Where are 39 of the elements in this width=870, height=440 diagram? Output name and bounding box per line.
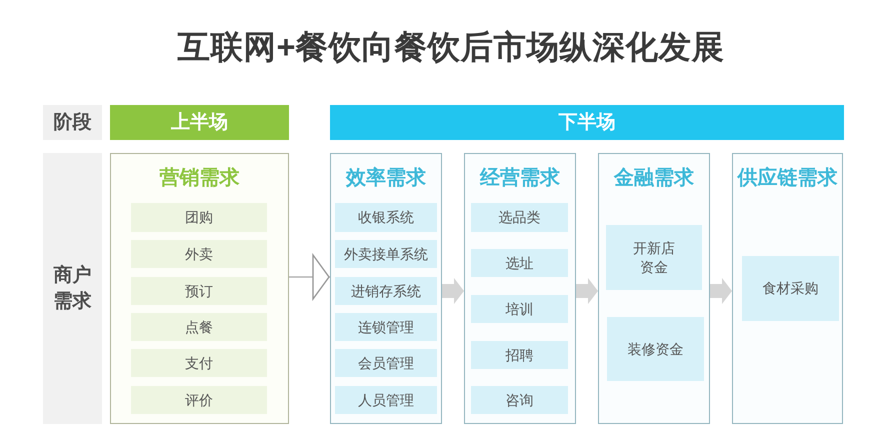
requirement-tile: 选品类: [471, 203, 568, 232]
requirement-tile: 支付: [131, 349, 267, 377]
requirement-tile: 培训: [471, 295, 568, 323]
requirement-tile: 招聘: [471, 341, 568, 369]
requirement-tile: 人员管理: [335, 386, 437, 414]
block-arrow: [576, 278, 598, 304]
requirement-tile: 选址: [471, 249, 568, 277]
row-header: 阶段: [43, 105, 102, 140]
requirement-tile: 评价: [131, 386, 267, 414]
block-arrow: [442, 278, 464, 304]
requirement-tile: 装修资金: [607, 317, 704, 381]
requirement-column: [732, 153, 843, 424]
requirement-tile: 团购: [131, 203, 267, 232]
chevron-arrow: [288, 254, 330, 300]
requirement-tile: 点餐: [131, 313, 267, 341]
row-header: 商户需求: [43, 153, 102, 424]
column-heading: 金融需求: [614, 166, 694, 191]
requirement-tile: 食材采购: [742, 256, 839, 321]
requirement-column: [110, 153, 289, 424]
requirement-tile: 咨询: [471, 386, 568, 414]
requirement-tile: 会员管理: [335, 349, 437, 377]
requirement-tile: 外卖: [131, 240, 267, 268]
title: 互联网+餐饮向餐饮后市场纵深化发展: [178, 28, 724, 67]
phase-bar: 下半场: [330, 105, 844, 140]
requirement-column: [330, 153, 442, 424]
column-heading: 效率需求: [346, 166, 426, 191]
block-arrow: [710, 278, 732, 304]
phase-bar: 上半场: [110, 105, 289, 140]
requirement-tile: 收银系统: [335, 203, 437, 232]
requirement-tile: 预订: [131, 277, 267, 305]
requirement-tile: 进销存系统: [335, 277, 437, 305]
requirement-tile: 连锁管理: [335, 313, 437, 341]
column-heading: 营销需求: [160, 166, 240, 191]
requirement-column: [464, 153, 576, 424]
requirement-tile: 开新店资金: [606, 225, 702, 290]
column-heading: 经营需求: [480, 166, 560, 191]
column-heading: 供应链需求: [738, 166, 838, 191]
requirement-tile: 外卖接单系统: [335, 240, 437, 268]
requirement-column: [598, 153, 710, 424]
